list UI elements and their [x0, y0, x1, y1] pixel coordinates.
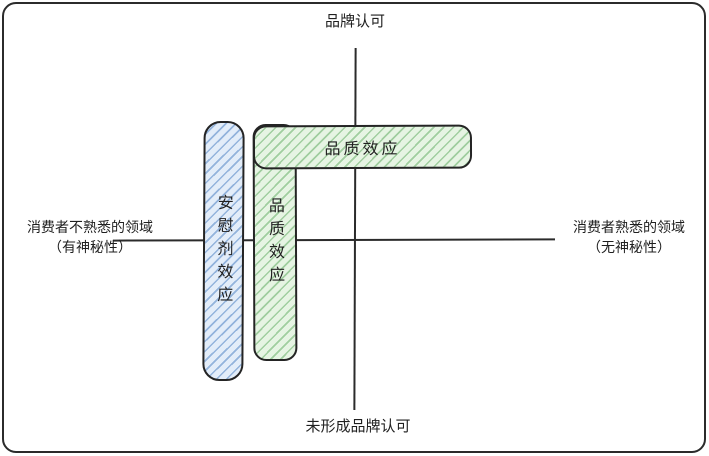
axis-label-top: 品牌认可: [324, 12, 385, 30]
axis-label-right-line2: （无神秘性）: [587, 240, 671, 256]
region-quality-effect-horizontal-label: 品质效应: [324, 138, 401, 159]
region-placebo-effect-label: 安慰剂效应: [214, 193, 234, 309]
axis-label-right-line1: 消费者熟悉的领域: [573, 220, 685, 236]
axis-label-bottom: 未形成品牌认可: [305, 417, 411, 435]
axis-label-left: 消费者不熟悉的领域 （有神秘性）: [0, 218, 180, 258]
region-placebo-effect: 安慰剂效应: [202, 120, 245, 382]
axis-label-left-line1: 消费者不熟悉的领域: [27, 220, 153, 236]
region-quality-effect-vertical-label: 品质效应: [265, 196, 286, 289]
region-quality-effect-horizontal: 品质效应: [252, 124, 473, 170]
axis-label-right: 消费者熟悉的领域 （无神秘性）: [553, 218, 705, 258]
axis-label-left-line2: （有神秘性）: [48, 240, 132, 256]
